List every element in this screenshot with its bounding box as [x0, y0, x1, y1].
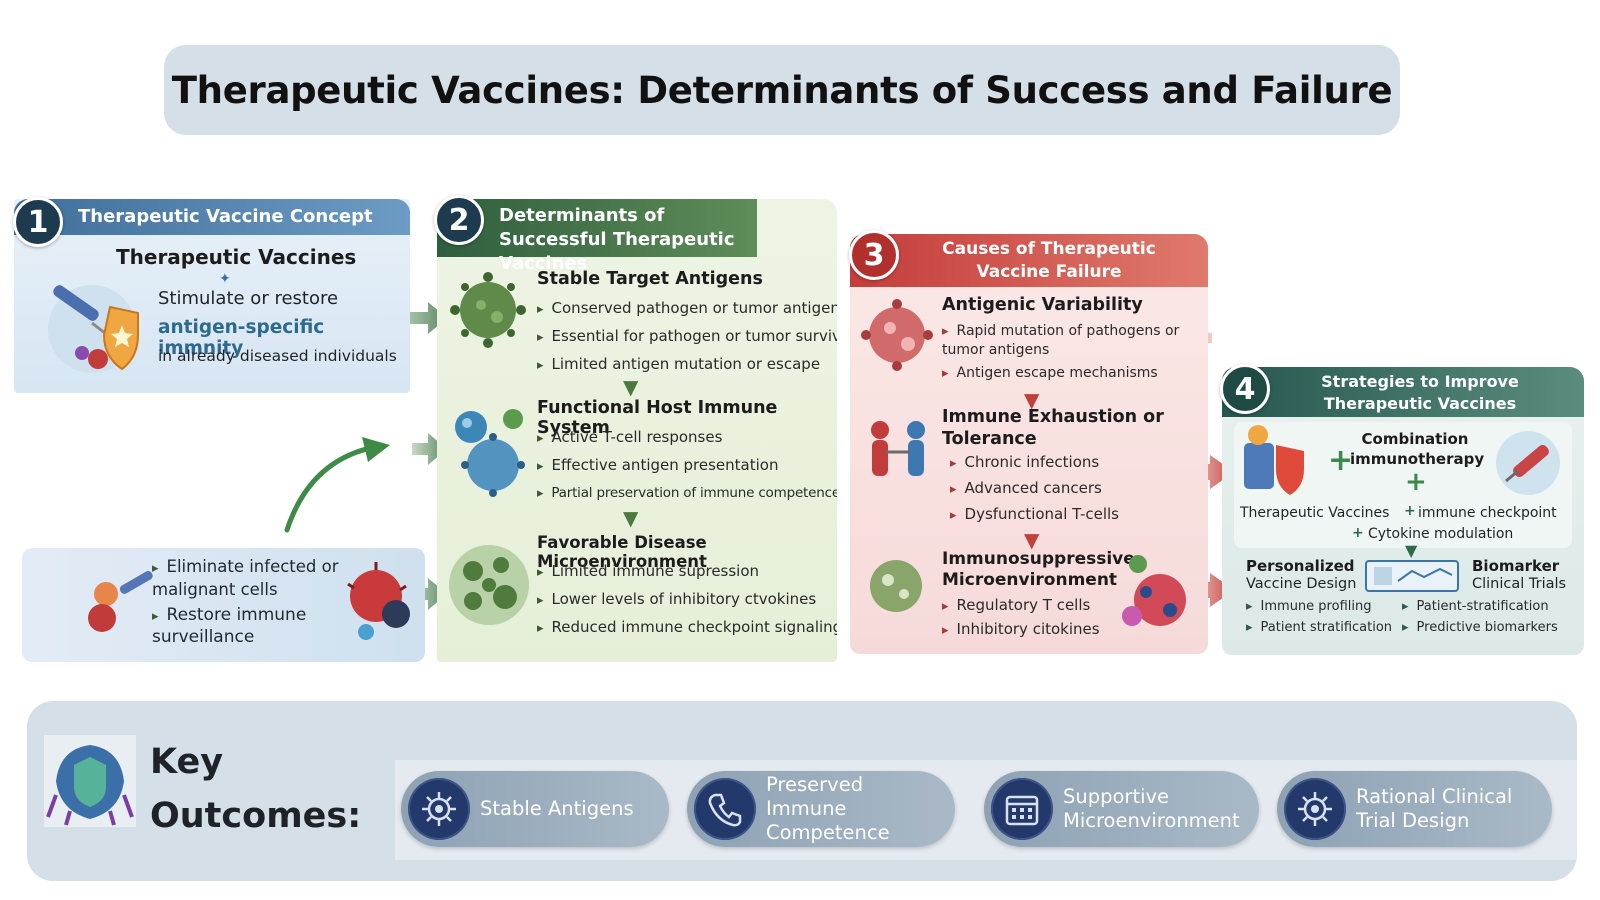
phone-icon [694, 778, 756, 840]
checkpoint-syringe-icon [1496, 431, 1560, 495]
variable-antigen-icon [861, 299, 933, 371]
bullet-t-cell: Active T-cell responses [537, 424, 837, 452]
key-outcomes-title: Key Outcomes: [150, 742, 362, 836]
calendar-icon [991, 778, 1053, 840]
section-antigenic-variability-title: Antigenic Variability [942, 295, 1143, 315]
bullet-rapid-mutation: Rapid mutation of pathogens or tumor ant… [942, 322, 1192, 360]
section-stable-antigens-title: Stable Target Antigens [537, 269, 763, 289]
monitor-chart-icon [1365, 560, 1459, 592]
biomarker-sub: Clinical Trials [1472, 576, 1567, 592]
panel2-header: Determinants of Successful Therapeutic V… [437, 199, 757, 274]
down-arrow-icon-5: ▼ [1405, 541, 1418, 560]
personalized-sub: Vaccine Design [1246, 576, 1357, 592]
outcome-stable-antigens: Stable Antigens [401, 771, 669, 847]
panel1-line3: in already diseased individuals [158, 347, 397, 365]
bullet-advanced-cancers: Advanced cancers [950, 476, 1119, 502]
bullet-patient-stratification: Patient stratification [1246, 617, 1393, 638]
immune-cells-icon [455, 409, 525, 497]
down-arrow-icon-2: ▼ [623, 506, 639, 530]
combo-vaccine-icon [1244, 425, 1304, 495]
arrow-3-to-4-top [1188, 455, 1234, 489]
bullet-inhibitory-citokines: Inhibitory citokines [942, 618, 1100, 642]
bullet-inhibitory-cytokines: Lower levels of inhibitory ctvokines [537, 586, 837, 614]
bullet-antigen-escape: Antigen escape mechanisms [942, 360, 1192, 387]
outcome-label: Stable Antigens [480, 797, 634, 820]
virus-cluster-illustration [347, 562, 410, 640]
personalized-title: Personalized [1246, 557, 1355, 575]
exhausted-cells-icon [871, 421, 925, 476]
bullet-antigen-presentation: Effective antigen presentation [537, 452, 837, 480]
down-arrow-icon-3: ▼ [1024, 388, 1040, 412]
plus-icon-3: + [1404, 503, 1416, 519]
virus-gear-icon [408, 778, 470, 840]
panel-strategies-improve: Strategies to Improve Therapeutic Vaccin… [1222, 367, 1584, 655]
arrow-left-to-2-mid [412, 433, 447, 465]
key-emblem-icon [44, 735, 136, 827]
combo-item-checkpoint: immune checkpoint [1418, 505, 1557, 521]
outcome-label: Preserved Immune Competence [766, 773, 890, 844]
combo-item-cytokine: Cytokine modulation [1368, 526, 1514, 542]
bullet-limited-mutation: Limited antigen mutation or escape [537, 351, 837, 379]
arrow-3-to-4-bottom [1188, 573, 1234, 607]
down-arrow-icon-4: ▼ [1024, 528, 1040, 552]
outcome-label: Rational Clinical Trial Design [1356, 785, 1513, 832]
bullet-checkpoint: Reduced immune checkpoint signaling. [537, 614, 837, 642]
suppressor-cell-icon [870, 560, 922, 612]
panel1-line1: Stimulate or restore [158, 288, 339, 309]
bullet-chronic-infections: Chronic infections [950, 450, 1119, 476]
biomarker-title: Biomarker [1472, 557, 1560, 575]
arrow-1-to-2 [392, 302, 447, 334]
bullet-essential-survival: Essential for pathogen or tumor survival [537, 323, 837, 351]
panel2-number-badge: 2 [434, 195, 484, 245]
bullet-immune-supression: Limited immune supression [537, 558, 837, 586]
panel3-number-badge: 3 [849, 230, 899, 280]
panel-vaccine-goals: Eliminate infected or malignant cells Re… [22, 548, 425, 662]
outcome-preserved-immune: Preserved Immune Competence [687, 771, 955, 847]
vaccine-shield-illustration [48, 285, 139, 373]
goal-eliminate: Eliminate infected or malignant cells [152, 556, 352, 600]
bullet-immune-profiling: Immune profiling [1246, 596, 1392, 617]
panel4-number-badge: 4 [1220, 364, 1270, 414]
panel-determinants-success: Determinants of Successful Therapeutic V… [437, 199, 837, 662]
panel3-header: Causes of Therapeutic Vaccine Failure [850, 234, 1208, 287]
plus-icon-2: + [1405, 467, 1427, 497]
arrow-1b-to-2 [410, 578, 447, 610]
down-arrow-icon: ▼ [623, 375, 639, 399]
infected-cells-illustration [56, 562, 153, 656]
page-title: Therapeutic Vaccines: Determinants of Su… [171, 68, 1393, 112]
bullet-immune-competence: Partial preservation of immune competenc… [537, 480, 837, 507]
title-banner: Therapeutic Vaccines: Determinants of Su… [164, 45, 1400, 135]
bullet-predictive-biomarkers: Predictive biomarkers [1402, 617, 1558, 638]
plus-icon: + [1328, 443, 1354, 478]
panel1-number-badge: 1 [13, 197, 63, 247]
panel1-header: Therapeutic Vaccine Concept [14, 199, 410, 235]
section-immunosuppressive-title: Immunosuppressive Microenvironment [942, 549, 1135, 590]
virus-gear-icon [1284, 778, 1346, 840]
microenvironment-icon [449, 545, 529, 625]
bullet-patient-stratification-2: Patient-stratification [1402, 596, 1558, 617]
outcome-supportive-microenvironment: Supportive Microenvironment [984, 771, 1259, 847]
panel4-header: Strategies to Improve Therapeutic Vaccin… [1222, 367, 1584, 417]
antigen-virus-icon [450, 272, 526, 348]
small-arrow-icon: ✦ [219, 271, 231, 287]
panel1-line2: antigen-specific immnity [158, 317, 325, 359]
panel1-heading: Therapeutic Vaccines [116, 245, 357, 269]
tumor-cluster-icon [1122, 555, 1186, 626]
outcome-label: Supportive Microenvironment [1063, 785, 1240, 832]
curved-arrow [284, 444, 378, 533]
outcome-rational-trial-design: Rational Clinical Trial Design [1277, 771, 1552, 847]
plus-icon-4: + [1352, 525, 1364, 541]
bullet-regulatory-tcells: Regulatory T cells [942, 594, 1100, 618]
bullet-dysfunctional-tcells: Dysfunctional T-cells [950, 502, 1119, 528]
panel-therapeutic-vaccine-concept: Therapeutic Vaccine Concept Therapeutic … [14, 199, 410, 393]
combination-title: Combination immunotherapy [1350, 430, 1485, 468]
bullet-conserved-antigens: Conserved pathogen or tumor antigens [537, 295, 837, 323]
goal-restore: Restore immune surveillance [152, 605, 332, 648]
combo-item-vaccines: Therapeutic Vaccines [1240, 505, 1390, 521]
section-exhaustion-title: Immune Exhaustion or Tolerance [942, 407, 1164, 449]
panel-causes-failure: Causes of Therapeutic Vaccine Failure An… [850, 234, 1208, 654]
